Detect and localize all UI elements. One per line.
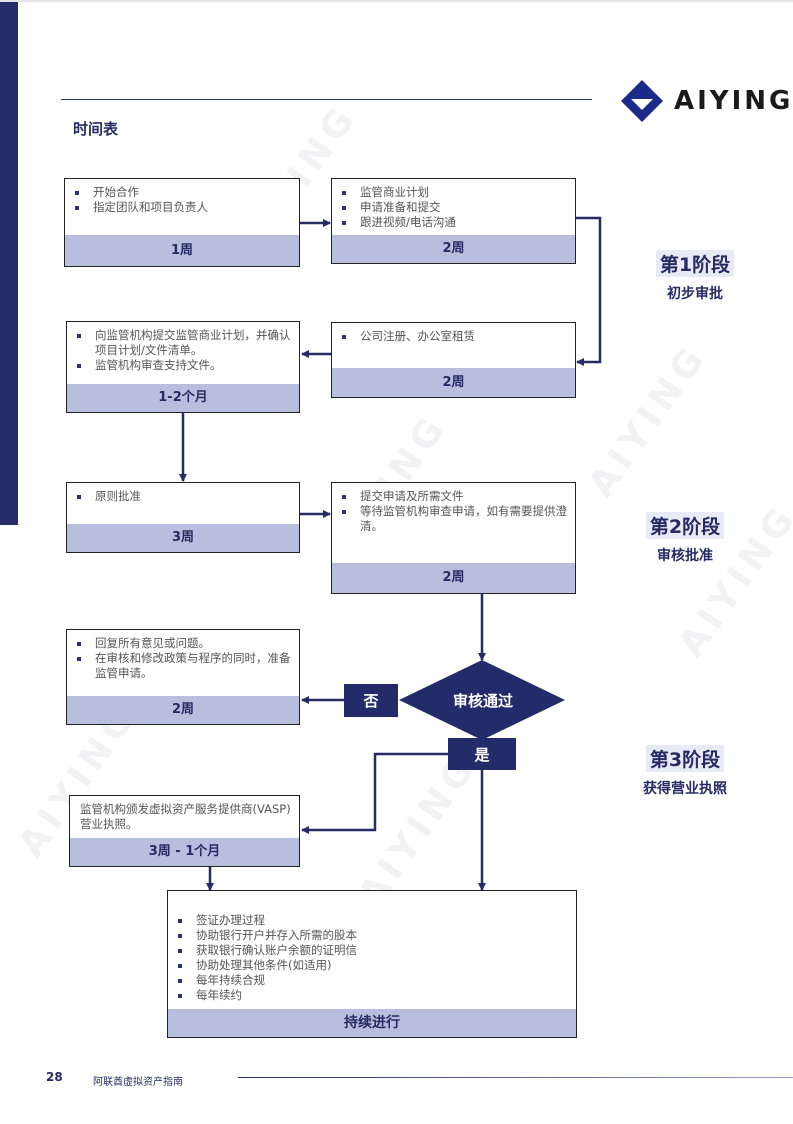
header-rule: [61, 99, 592, 100]
step-box-9: 签证办理过程 协助银行开户并存入所需的股本 获取银行确认账户余额的证明信 协助处…: [167, 890, 577, 1038]
step-item: 签证办理过程: [176, 913, 570, 928]
step-item: 指定团队和项目负责人: [73, 200, 293, 215]
phase-title: 第2阶段: [645, 512, 725, 539]
step-box-4: 向监管机构提交监管商业计划，并确认项目计划/文件清单。 监管机构审查支持文件。 …: [66, 321, 300, 413]
phase-subtitle: 获得营业执照: [643, 781, 727, 797]
phase-subtitle: 初步审批: [667, 286, 723, 302]
connector-s2-s3: [575, 216, 602, 366]
decision-no-tag: 否: [344, 684, 398, 717]
phase-title: 第3阶段: [645, 745, 725, 772]
phase-2: 第2阶段 审核批准: [620, 512, 750, 565]
footer-rule: [238, 1077, 793, 1078]
footer-title: 阿联酋虚拟资产指南: [93, 1077, 183, 1088]
side-band: [0, 2, 18, 525]
connector-yes-s8: [301, 752, 448, 834]
step-item: 协助处理其他条件(如适用): [176, 958, 570, 973]
step-duration: 2周: [332, 368, 575, 397]
step-item: 每年持续合规: [176, 973, 570, 988]
step-duration: 3周 - 1个月: [70, 838, 299, 866]
step-item: 原则批准: [75, 489, 293, 504]
page-number: 28: [46, 1070, 63, 1084]
step-duration: 3周: [67, 524, 299, 552]
phase-title: 第1阶段: [655, 250, 735, 277]
step-text: 监管机构颁发虚拟资产服务提供商(VASP)营业执照。: [80, 802, 291, 831]
step-duration: 2周: [332, 563, 575, 593]
step-item: 跟进视频/电话沟通: [340, 215, 569, 230]
step-item: 提交申请及所需文件: [340, 489, 569, 504]
step-item: 回复所有意见或问题。: [75, 636, 293, 651]
step-item: 申请准备和提交: [340, 200, 569, 215]
logo: AIYING: [620, 78, 793, 124]
decision-label: 审核通过: [452, 691, 513, 710]
decision-diamond: [399, 660, 565, 740]
step-item: 每年续约: [176, 988, 570, 1003]
aiying-diamond-icon: [621, 80, 663, 122]
phase-1: 第1阶段 初步审批: [630, 250, 760, 303]
step-duration: 1-2个月: [67, 384, 299, 412]
step-box-2: 监管商业计划 申请准备和提交 跟进视频/电话沟通 2周: [331, 178, 576, 264]
step-box-5: 原则批准 3周: [66, 482, 300, 553]
step-item: 获取银行确认账户余额的证明信: [176, 943, 570, 958]
section-title: 时间表: [73, 120, 119, 138]
step-box-3: 公司注册、办公室租赁 2周: [331, 322, 576, 398]
step-duration: 2周: [67, 696, 299, 724]
phase-subtitle: 审核批准: [657, 548, 713, 564]
step-box-6: 提交申请及所需文件 等待监管机构审查申请，如有需要提供澄清。 2周: [331, 482, 576, 594]
decision-yes-tag: 是: [448, 738, 516, 770]
step-item: 开始合作: [73, 185, 293, 200]
step-duration: 持续进行: [168, 1009, 576, 1037]
step-item: 在审核和修改政策与程序的同时，准备监管申请。: [75, 651, 293, 681]
step-duration: 1周: [65, 235, 299, 266]
step-item: 公司注册、办公室租赁: [340, 329, 569, 344]
step-box-1: 开始合作 指定团队和项目负责人 1周: [64, 178, 300, 267]
step-item: 监管机构审查支持文件。: [75, 358, 293, 373]
step-duration: 2周: [332, 235, 575, 263]
step-box-7: 回复所有意见或问题。 在审核和修改政策与程序的同时，准备监管申请。 2周: [66, 629, 300, 725]
top-border: [0, 0, 793, 2]
step-item: 协助银行开户并存入所需的股本: [176, 928, 570, 943]
step-box-8: 监管机构颁发虚拟资产服务提供商(VASP)营业执照。 3周 - 1个月: [69, 795, 300, 867]
step-item: 向监管机构提交监管商业计划，并确认项目计划/文件清单。: [75, 328, 293, 358]
logo-text: AIYING: [674, 86, 793, 116]
step-item: 等待监管机构审查申请，如有需要提供澄清。: [340, 504, 569, 534]
phase-3: 第3阶段 获得营业执照: [620, 745, 750, 798]
step-item: 监管商业计划: [340, 185, 569, 200]
